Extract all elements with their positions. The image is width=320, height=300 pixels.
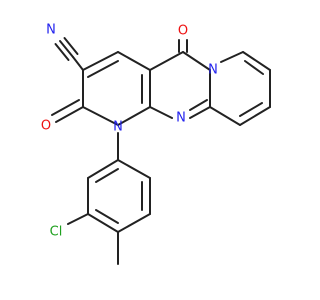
bond [82, 51, 119, 71]
bond [220, 51, 244, 63]
imine-n-label: N [176, 111, 186, 126]
atom-labels: N O N N O N Cl [41, 23, 218, 240]
bonds [51, 37, 271, 265]
bond [95, 168, 119, 183]
bond [51, 99, 80, 116]
bond [117, 106, 151, 126]
bond [117, 159, 151, 179]
carbonyl-o-top-label: O [178, 24, 188, 39]
pyridine-n-label: N [208, 63, 218, 78]
bond [244, 60, 264, 75]
bond [95, 209, 119, 224]
molecule-structure: N O N N O N Cl [41, 23, 271, 265]
bond [149, 106, 173, 119]
bond [82, 106, 119, 126]
bond [149, 51, 184, 71]
bond [117, 213, 151, 233]
bond [209, 106, 241, 126]
bond [242, 51, 271, 71]
bond [87, 159, 119, 179]
bond [63, 37, 79, 55]
chlorine-label: Cl [50, 225, 63, 240]
bond [239, 102, 263, 117]
bond [72, 56, 84, 71]
bond [239, 106, 271, 126]
bond [87, 60, 119, 78]
bond [189, 106, 211, 119]
carbonyl-o-left-label: O [41, 119, 51, 134]
bond [189, 99, 208, 111]
bond [182, 51, 211, 71]
bond [54, 43, 70, 61]
bond [87, 213, 119, 233]
bond [67, 213, 89, 225]
bond [117, 51, 151, 71]
bond [59, 40, 74, 58]
nitrile-n-label: N [46, 23, 56, 38]
bond [55, 106, 84, 123]
pyridone-n-label: N [113, 120, 123, 135]
